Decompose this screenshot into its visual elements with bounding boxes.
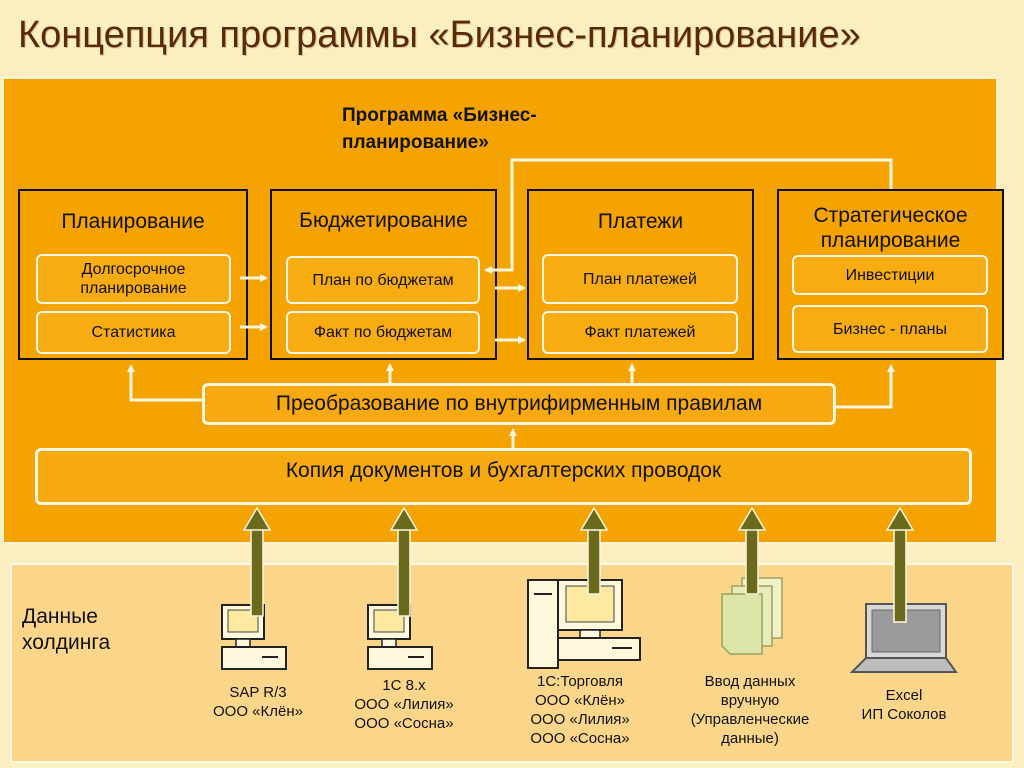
item-long-term-planning: Долгосрочное планирование: [36, 254, 231, 304]
item-investments: Инвестиции: [792, 255, 988, 295]
item-payment-fact: Факт платежей: [542, 311, 738, 354]
up-arrow-excel: [885, 506, 915, 623]
source-label-excel: Excel ИП Соколов: [861, 687, 947, 723]
module-planning-title: Планирование: [61, 210, 205, 233]
item-payment-plan: План платежей: [542, 254, 738, 304]
module-payments-title: Платежи: [597, 210, 684, 233]
item-budget-plan: План по бюджетам: [286, 256, 480, 304]
computer-icon: [221, 604, 287, 670]
source-label-1c: 1С 8.х ООО «Лилия» ООО «Сосна»: [354, 677, 454, 732]
holding-data-panel: [10, 563, 1014, 763]
holding-data-label: Данные холдинга: [22, 605, 111, 654]
arrow-transform-to-planning: [127, 364, 205, 402]
copy-bar: Копия документов и бухгалтерских проводо…: [35, 448, 972, 505]
arrow-strategic-to-budget-plan: [484, 158, 893, 274]
item-statistics: Статистика: [36, 311, 231, 354]
module-budgeting-title: Бюджетирование: [299, 209, 468, 232]
documents-icon: [721, 577, 783, 655]
up-arrow-1c-trade: [579, 506, 609, 595]
item-business-plans: Бизнес - планы: [792, 305, 988, 353]
source-label-manual-input: Ввод данных вручную (Управленческие данн…: [690, 673, 810, 747]
program-label: Программа «Бизнес- планирование»: [342, 105, 537, 153]
arrow-transform-to-strategic: [834, 364, 895, 409]
computer-icon: [367, 604, 433, 670]
transform-bar: Преобразование по внутрифирменным правил…: [202, 383, 836, 425]
up-arrow-1c: [389, 506, 419, 617]
up-arrow-manual-input: [737, 506, 767, 595]
module-strategic-title: Стратегическое планирование: [813, 204, 968, 252]
item-budget-fact: Факт по бюджетам: [286, 311, 480, 354]
source-label-1c-trade: 1С:Торговля ООО «Клён» ООО «Лилия» ООО «…: [530, 673, 630, 747]
up-arrow-sap: [242, 506, 272, 617]
source-label-sap: SAP R/3 ООО «Клён»: [213, 684, 303, 720]
page-title: Концепция программы «Бизнес-планирование…: [18, 14, 861, 56]
server-computer-icon: [527, 579, 641, 669]
